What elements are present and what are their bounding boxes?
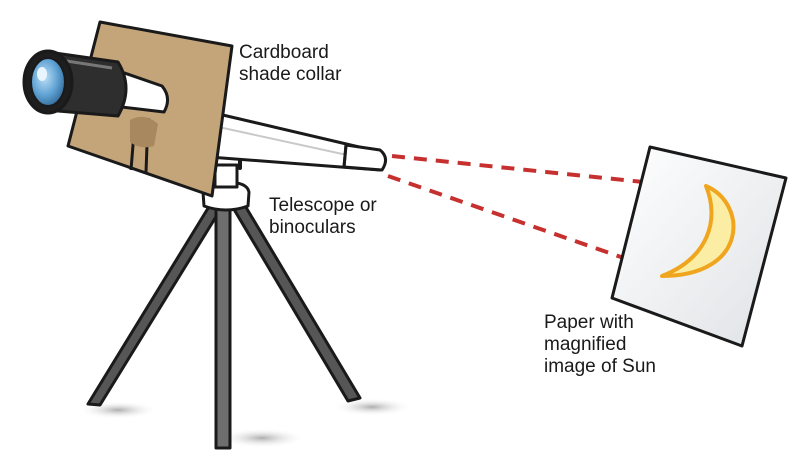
label-line: binoculars [269,217,356,238]
label-line: Paper with [544,312,634,333]
beam-lower [387,174,665,274]
label-line: Telescope or [269,195,377,216]
telescope [194,110,387,172]
tripod-leg-left [86,203,224,407]
label-paper-with-magnified-image: Paper with magnified image of Sun [544,312,656,378]
telescope-front-tube [22,49,169,118]
lens-icon [30,57,66,107]
label-line: Cardboard [239,42,329,63]
label-line: shade collar [239,64,342,85]
telescope-eyepiece-end [342,143,387,172]
tripod-leg-center [214,204,232,450]
beam-upper [391,154,673,187]
label-line: image of Sun [544,356,656,377]
sun-crescent-image [660,184,736,278]
tripod-post [213,163,239,189]
label-line: magnified [544,334,627,355]
label-telescope-or-binoculars: Telescope or binoculars [269,195,377,239]
light-beam [387,154,673,274]
tripod-shadows [78,398,412,448]
label-cardboard-shade-collar: Cardboard shade collar [239,42,341,86]
tripod [86,118,362,450]
